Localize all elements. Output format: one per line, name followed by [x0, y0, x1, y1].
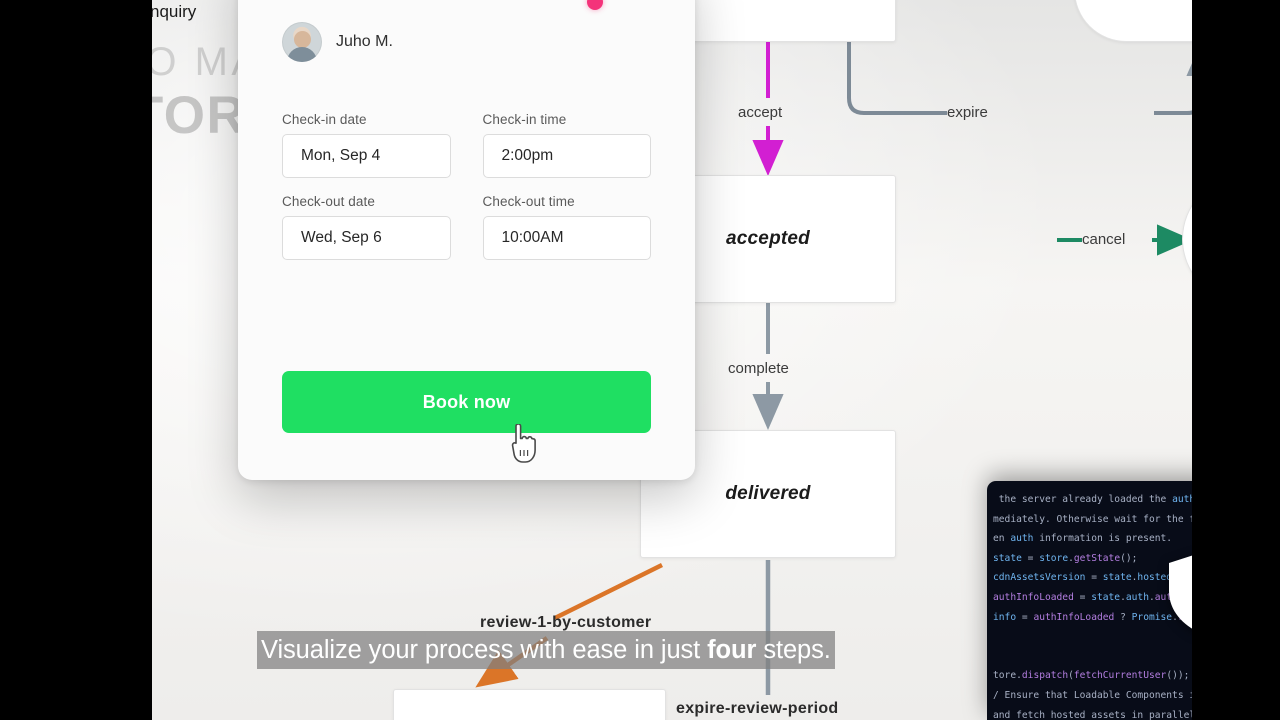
subtitle-text: Visualize your process with ease in just… [261, 636, 831, 665]
subtitle-bar: Visualize your process with ease in just… [257, 631, 835, 669]
shield-icon [1169, 555, 1192, 629]
field-checkout-time: Check-out time 10:00AM [482, 194, 651, 260]
field-checkin-date: Check-in date Mon, Sep 4 [282, 112, 451, 178]
edge-label-expire-review-period: expire-review-period [676, 700, 839, 717]
node-label-inquiry-truncated: nquiry [152, 2, 197, 21]
subtitle-part-before: Visualize your process with ease in just [261, 635, 708, 664]
video-content-frame: nquiry accepted cancel delivered accept … [152, 0, 1192, 720]
checkout-time-input[interactable]: 10:00AM [482, 216, 651, 260]
field-label-checkin-time: Check-in time [482, 112, 567, 127]
edge-label-cancel: cancel [1082, 231, 1126, 248]
checkout-date-input[interactable]: Wed, Sep 6 [282, 216, 451, 260]
subtitle-part-highlight: four [707, 635, 757, 664]
status-dot-icon [587, 0, 603, 10]
edge-label-review-1-by-customer: review-1-by-customer [480, 614, 652, 631]
book-now-button[interactable]: Book now [282, 371, 651, 433]
edge-label-complete: complete [728, 360, 789, 377]
field-checkin-time: Check-in time 2:00pm [482, 112, 651, 178]
letterbox-right [1192, 0, 1280, 720]
field-label-checkout-date: Check-out date [282, 194, 375, 209]
checkin-time-input[interactable]: 2:00pm [482, 134, 651, 178]
code-editor-lines: the server already loaded the auth infor… [993, 494, 1192, 720]
subtitle-part-after: steps. [756, 635, 831, 664]
diagram-edges-svg [475, 40, 1192, 695]
host-row: Juho M. [282, 0, 651, 62]
checkin-date-input[interactable]: Mon, Sep 4 [282, 134, 451, 178]
field-label-checkout-time: Check-out time [482, 194, 575, 209]
field-label-checkin-date: Check-in date [282, 112, 367, 127]
field-checkout-date: Check-out date Wed, Sep 6 [282, 194, 451, 260]
field-row-checkout: Check-out date Wed, Sep 6 Check-out time… [282, 194, 651, 260]
edge-label-accept: accept [738, 104, 783, 121]
diagram-node-reviewed[interactable] [393, 689, 666, 720]
field-row-checkin: Check-in date Mon, Sep 4 Check-in time 2… [282, 112, 651, 178]
letterbox-left [0, 0, 152, 720]
code-editor-panel: the server already loaded the auth infor… [987, 481, 1192, 720]
booking-fields: Check-in date Mon, Sep 4 Check-in time 2… [282, 112, 651, 260]
host-name: Juho M. [336, 33, 393, 50]
edge-label-expire: expire [947, 104, 988, 121]
user-avatar-icon [282, 22, 322, 62]
booking-card: Juho M. Check-in date Mon, Sep 4 Check-i… [238, 0, 695, 480]
